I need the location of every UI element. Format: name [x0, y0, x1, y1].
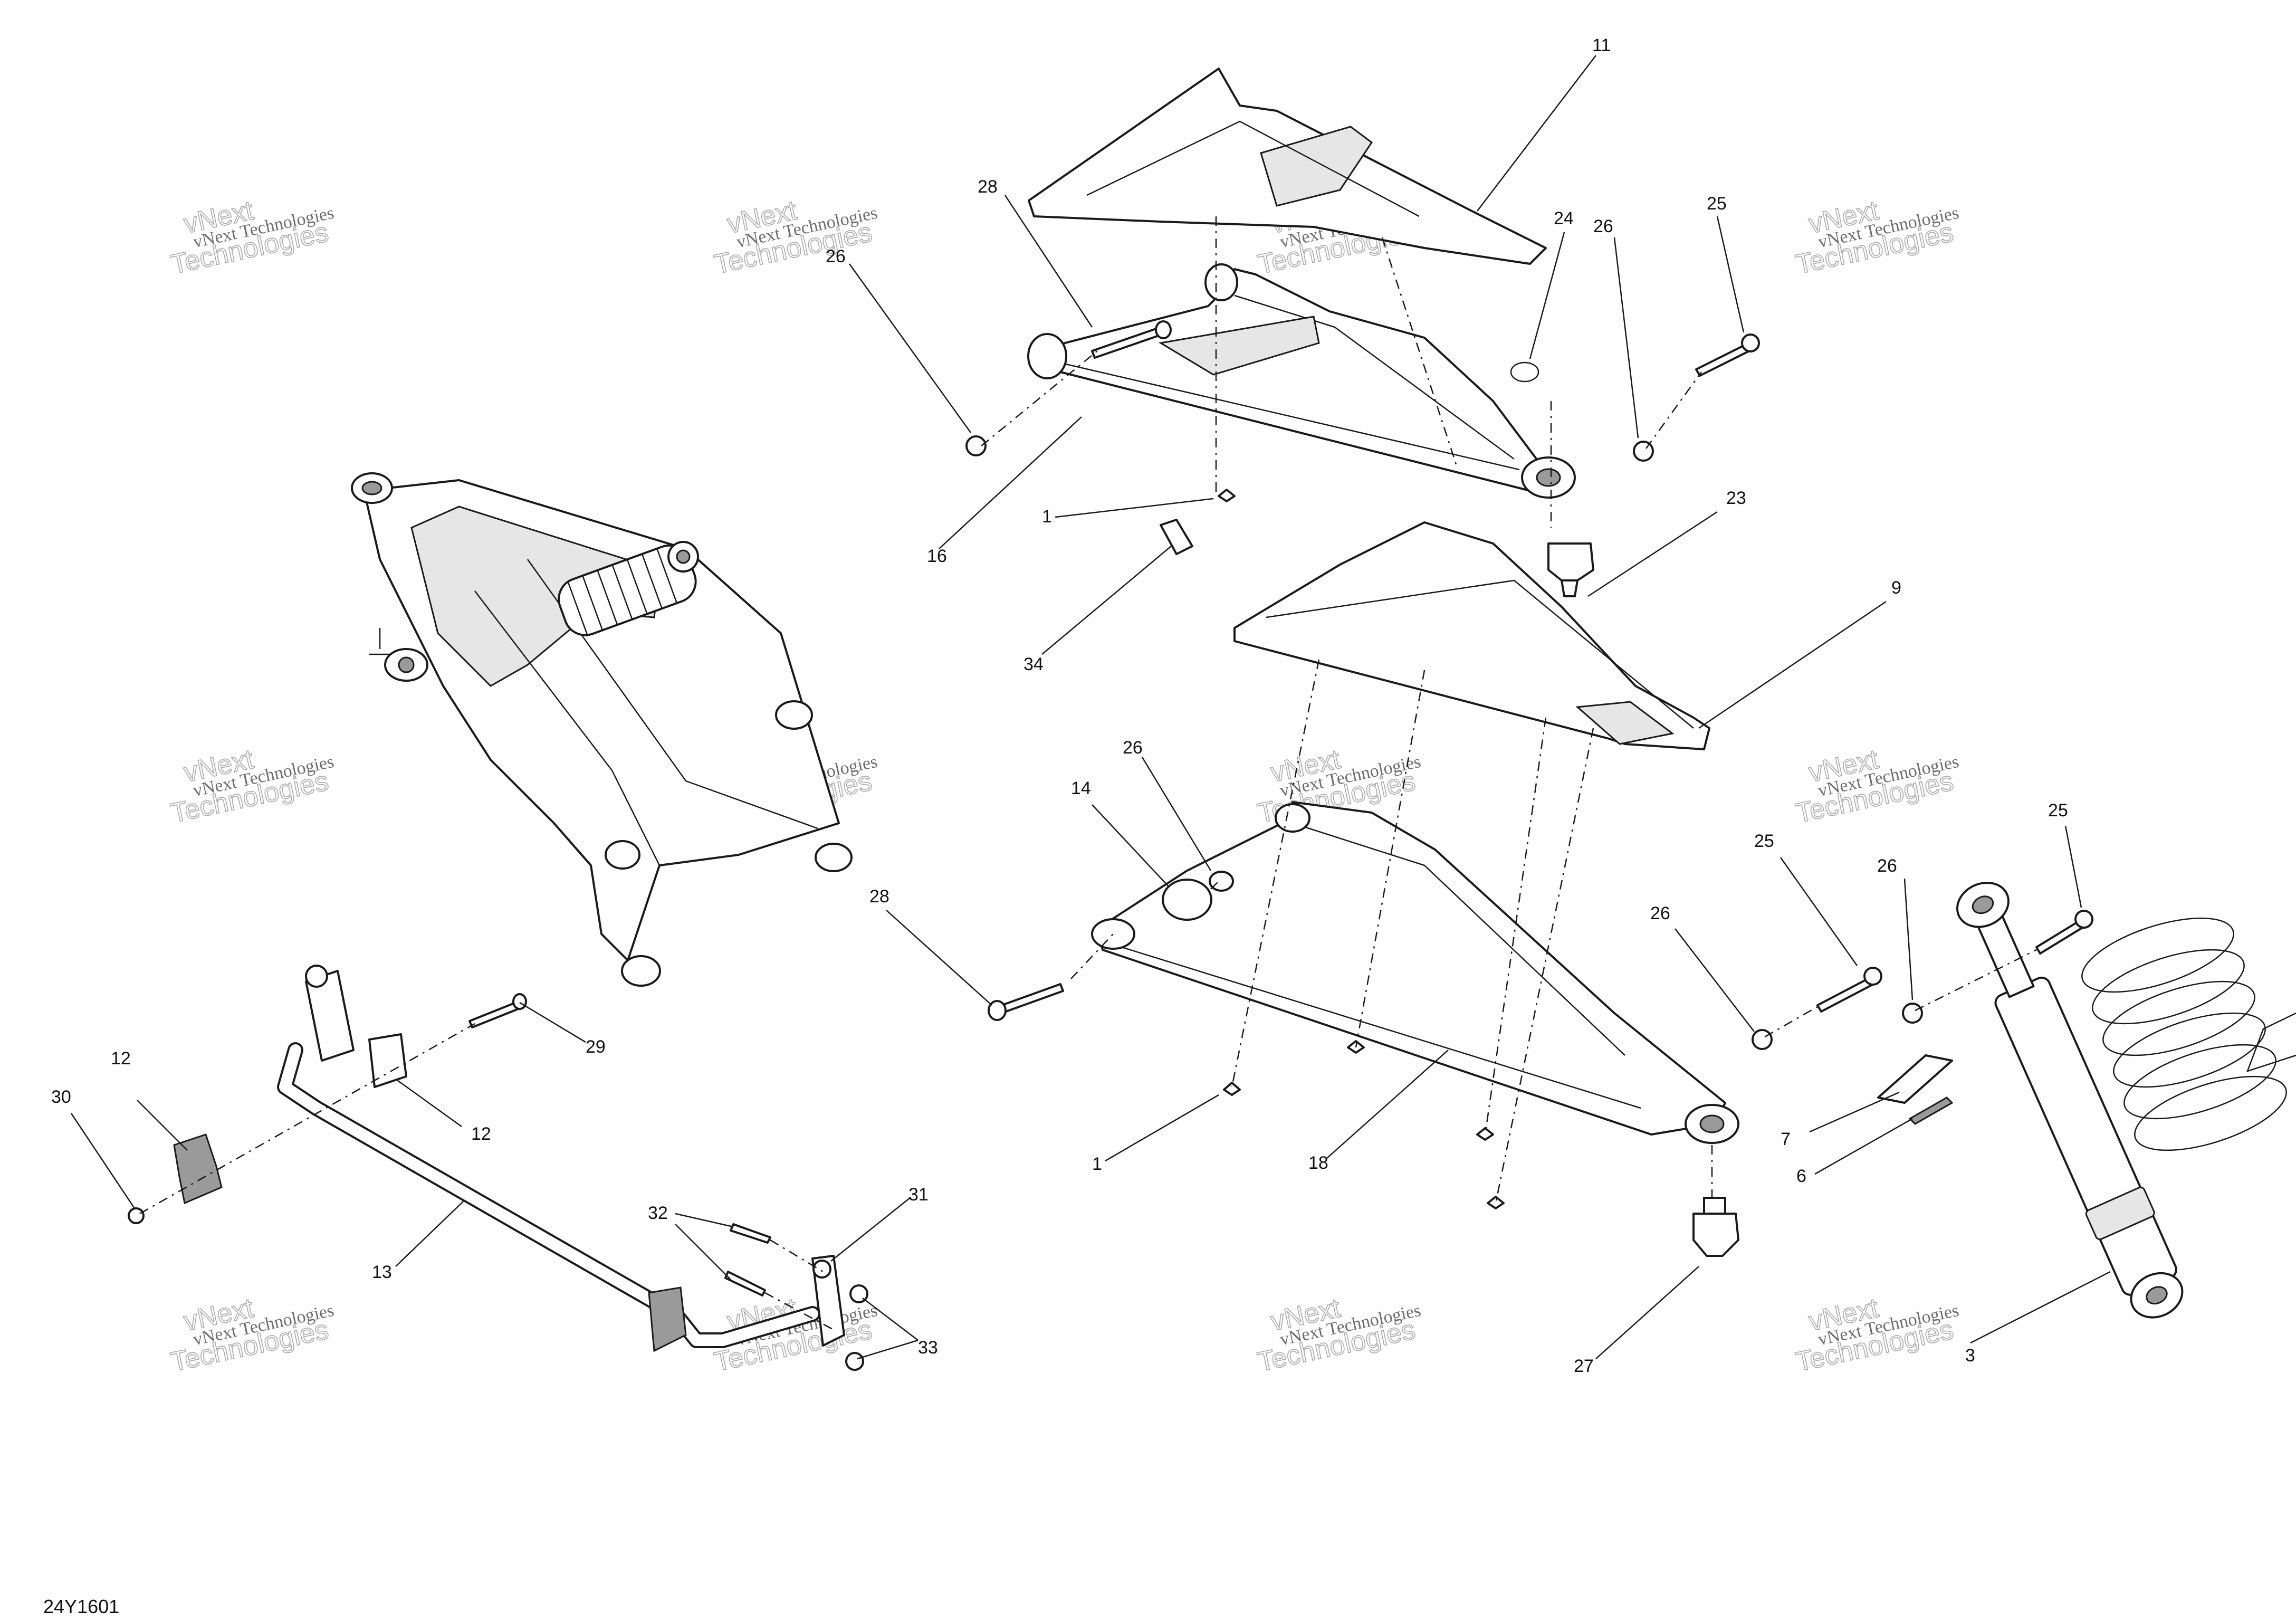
sway-bar: [277, 1042, 820, 1348]
watermark: vNext vNext Technologies Technologies: [1255, 1292, 1422, 1378]
callout-32: 32: [648, 1203, 668, 1223]
callout-25: 25: [2048, 800, 2068, 821]
lower-a-arm: [1096, 801, 1726, 1136]
callout-24: 24: [1554, 208, 1574, 228]
callout-12: 12: [471, 1124, 491, 1144]
callout-7: 7: [1781, 1129, 1791, 1149]
callout-26: 26: [1123, 738, 1143, 758]
callout-30: 30: [51, 1087, 71, 1107]
callout-13: 13: [372, 1262, 392, 1282]
callout-14: 14: [1071, 778, 1091, 798]
callout-28: 28: [978, 177, 998, 197]
upper-a-arm-group: [1027, 68, 1576, 499]
coil-spring: [2081, 917, 2287, 1151]
watermark: vNext vNext Technologies Technologies: [711, 195, 879, 281]
shock-absorber-body: [1994, 976, 2177, 1296]
callout-1: 1: [1042, 507, 1052, 527]
callout-18: 18: [1308, 1153, 1328, 1173]
watermark: vNext vNext Technologies Technologies: [168, 1292, 336, 1378]
assembled-suspension-view: [351, 472, 853, 987]
shock-absorber-group: [1956, 881, 2296, 1319]
watermark: vNext vNext Technologies Technologies: [1793, 1292, 1960, 1378]
watermark: vNext vNext Technologies Technologies: [168, 195, 336, 281]
callout-31: 31: [908, 1185, 929, 1205]
callout-9: 9: [1891, 578, 1901, 598]
callout-25: 25: [1707, 194, 1727, 214]
watermark: vNext vNext Technologies Technologies: [1793, 743, 1960, 829]
lower-a-arm-group: [1091, 521, 1739, 1144]
callout-11: 11: [1592, 35, 1611, 55]
watermark: vNext vNext Technologies Technologies: [168, 743, 336, 829]
sway-bar-bushing: [173, 1133, 223, 1205]
callout-34: 34: [1023, 654, 1044, 674]
callout-26: 26: [1650, 903, 1670, 923]
callout-3: 3: [1965, 1346, 1975, 1366]
callout-25: 25: [1754, 831, 1774, 851]
watermark: vNext vNext Technologies Technologies: [1793, 195, 1960, 281]
callout-26: 26: [1593, 216, 1613, 236]
sway-bar-group: [128, 965, 868, 1371]
assembly-lines: [139, 216, 2037, 1331]
callout-12: 12: [111, 1048, 131, 1069]
callout-23: 23: [1726, 488, 1746, 508]
callout-1: 1: [1092, 1154, 1102, 1174]
hardware-group: [965, 320, 2093, 1257]
callout-28: 28: [869, 886, 889, 907]
callout-26: 26: [1877, 856, 1897, 876]
callout-27: 27: [1574, 1356, 1594, 1376]
callout-labels: 11 28 26 24 26 25 1 16 23 9 34 26 14 28 …: [51, 35, 2068, 1376]
lower-arm-protector: [1233, 521, 1710, 750]
leader-lines: [70, 55, 2111, 1360]
callout-26: 26: [826, 246, 846, 266]
callout-33: 33: [918, 1338, 938, 1358]
callout-6: 6: [1796, 1166, 1806, 1186]
drawing-number: 24Y1601: [43, 1596, 119, 1617]
sway-bar-bushing: [368, 1033, 407, 1088]
callout-16: 16: [927, 546, 947, 566]
callout-29: 29: [586, 1037, 606, 1057]
